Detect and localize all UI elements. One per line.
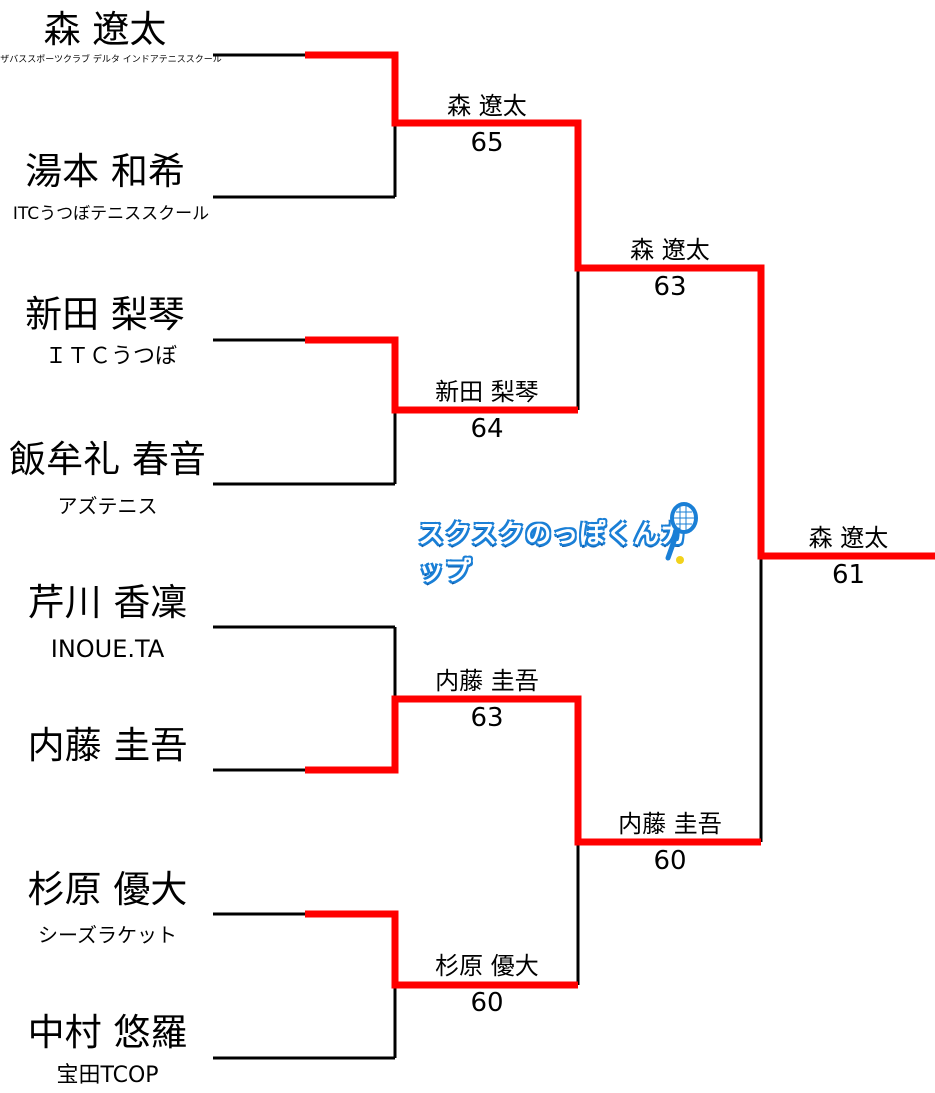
match-score: 65 xyxy=(470,128,504,158)
player-name: 芹川 香凜 xyxy=(27,581,188,624)
match-winner: 内藤 圭吾 xyxy=(618,810,722,838)
match-score: 60 xyxy=(470,988,504,1018)
player-name: 内藤 圭吾 xyxy=(27,724,188,767)
tournament-logo: スクスクのっぽくんカップ xyxy=(410,500,710,587)
match-score: 64 xyxy=(470,414,504,444)
final-score: 61 xyxy=(831,560,866,590)
match-winner: 内藤 圭吾 xyxy=(435,667,539,695)
player-name: 森 遼太 xyxy=(43,8,167,51)
bracket-black-lines xyxy=(213,53,763,1060)
match-score: 63 xyxy=(470,703,504,733)
player-club: シーズラケット xyxy=(38,923,177,947)
match-score: 60 xyxy=(653,846,687,876)
player-club: ＩＴＣうつぼ xyxy=(44,344,177,369)
match-winner: 新田 梨琴 xyxy=(435,378,539,406)
player-club: ITCうつぼテニススクール xyxy=(12,204,210,224)
player-club: 宝田TCOP xyxy=(56,1063,159,1088)
match-winner: 森 遼太 xyxy=(447,92,527,120)
player-name: 杉原 優大 xyxy=(27,868,188,911)
champion-name: 森 遼太 xyxy=(808,524,889,552)
player-name: 飯牟礼 春音 xyxy=(9,438,206,481)
player-name: 湯本 和希 xyxy=(25,150,185,193)
player-name: 新田 梨琴 xyxy=(25,293,185,336)
logo-text: スクスクのっぽくんカップ xyxy=(418,520,688,587)
match-winner: 森 遼太 xyxy=(630,236,710,264)
tennis-racket-icon xyxy=(665,502,698,564)
match-winner: 杉原 優大 xyxy=(435,952,539,980)
player-club: アズテニス xyxy=(57,494,158,518)
player-club: ザバススポーツクラブ デルタ インドアテニススクール xyxy=(0,55,222,65)
match-score: 63 xyxy=(653,272,687,302)
player-name: 中村 悠羅 xyxy=(27,1011,188,1054)
player-club: INOUE.TA xyxy=(50,635,165,663)
winner-paths xyxy=(305,51,935,989)
